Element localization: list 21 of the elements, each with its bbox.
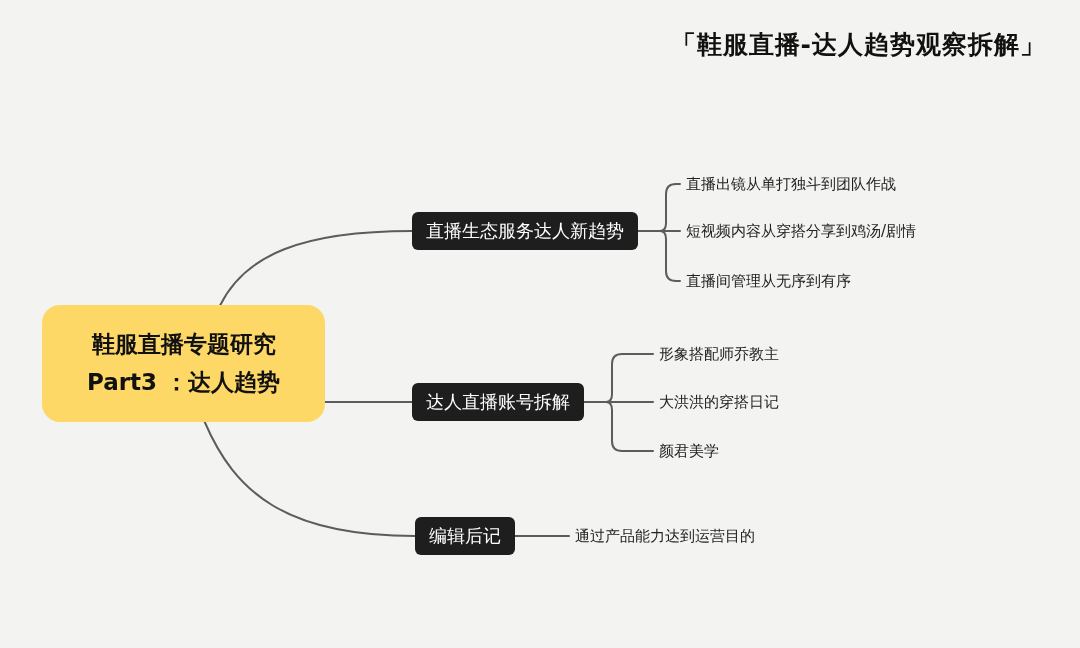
connector-line (514, 535, 570, 537)
connector-line (324, 401, 413, 403)
central-topic-label: 鞋服直播专题研究 Part3 ：达人趋势 (85, 329, 282, 397)
subtopic-text: 直播出镜从单打独斗到团队作战 (680, 171, 902, 197)
main-topic (412, 383, 584, 421)
connector-line (203, 421, 416, 537)
main-topic-label: 编辑后记 (429, 525, 501, 548)
subtopic-text: 通过产品能力达到运营目的 (569, 523, 761, 549)
main-topic-label: 直播生态服务达人新趋势 (426, 220, 624, 243)
connector-line (219, 230, 413, 306)
main-topic-label: 达人直播账号拆解 (426, 391, 570, 414)
main-topic (415, 517, 515, 555)
subtopic-text: 颜君美学 (653, 438, 725, 464)
subtopic-text: 形象搭配师乔教主 (653, 341, 785, 367)
page-title: 「鞋服直播-达人趋势观察拆解」 (670, 29, 1046, 61)
main-topic (412, 212, 638, 250)
connector-line (583, 401, 654, 452)
subtopic-text: 大洪洪的穿搭日记 (653, 389, 785, 415)
central-topic (42, 305, 325, 422)
subtopic-text: 短视频内容从穿搭分享到鸡汤/剧情 (680, 218, 923, 244)
subtopic-text: 直播间管理从无序到有序 (680, 268, 857, 294)
